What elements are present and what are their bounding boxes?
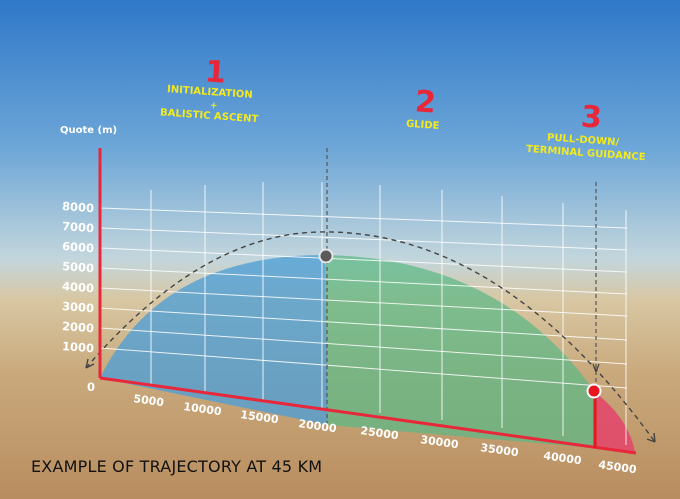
ballistic-trajectory-arc (85, 231, 656, 443)
phase-1-label-line-3: BALISTIC ASCENT (160, 107, 259, 125)
y-tick-5000: 5000 (62, 259, 95, 275)
x-tick-10000: 10000 (183, 400, 223, 418)
glide-arrowhead (592, 363, 600, 373)
terminal-area (595, 392, 635, 453)
phase-3-label-line-1: PULL-DOWN/ (547, 132, 620, 148)
x-tick-45000: 45000 (598, 458, 638, 476)
x-tick-30000: 30000 (420, 433, 460, 451)
phase-3-number: 3 (580, 99, 603, 135)
x-axis (99, 376, 637, 455)
gridline-4000 (99, 287, 628, 317)
y-tick-3000: 3000 (62, 299, 95, 315)
x-tick-40000: 40000 (543, 449, 583, 467)
y-tick-7000: 7000 (62, 219, 95, 235)
phase-1-number: 1 (204, 54, 227, 90)
gridline-1000 (99, 347, 628, 389)
horizontal-gridlines (99, 207, 628, 389)
arc-end-arrowhead (646, 432, 656, 443)
x-tick-5000: 5000 (133, 392, 165, 409)
y-tick-2000: 2000 (62, 319, 95, 335)
apex-marker (318, 248, 334, 264)
x-tick-35000: 35000 (480, 441, 520, 459)
glide-area (325, 255, 595, 448)
gridline-5000 (99, 267, 628, 295)
gridline-8000 (99, 207, 628, 229)
phase-2-number: 2 (414, 84, 437, 120)
gridline-7000 (99, 227, 628, 251)
phase-3-label-line-2: TERMINAL GUIDANCE (526, 144, 646, 163)
y-tick-6000: 6000 (62, 239, 95, 255)
arc-start-arrowhead (85, 358, 95, 369)
diagram-caption: EXAMPLE OF TRAJECTORY AT 45 KM (31, 457, 323, 476)
gridline-3000 (99, 307, 628, 341)
gridline-2000 (99, 327, 628, 365)
x-tick-15000: 15000 (240, 408, 280, 426)
y-tick-4000: 4000 (62, 279, 95, 295)
y-tick-8000: 8000 (62, 199, 95, 215)
y-tick-1000: 1000 (62, 339, 95, 355)
phase-1-label-line-1: INITIALIZATION (167, 84, 253, 101)
phase-1-label-line-2: + (210, 101, 218, 112)
phase-2-label: GLIDE (406, 119, 440, 132)
pull-down-marker (586, 383, 602, 399)
x-tick-20000: 20000 (298, 417, 338, 435)
vertical-gridlines (150, 182, 627, 445)
y-axis-label: Quote (m) (60, 125, 117, 136)
gridline-6000 (99, 247, 628, 273)
y-tick-0: 0 (87, 380, 95, 394)
x-tick-25000: 25000 (360, 424, 400, 442)
